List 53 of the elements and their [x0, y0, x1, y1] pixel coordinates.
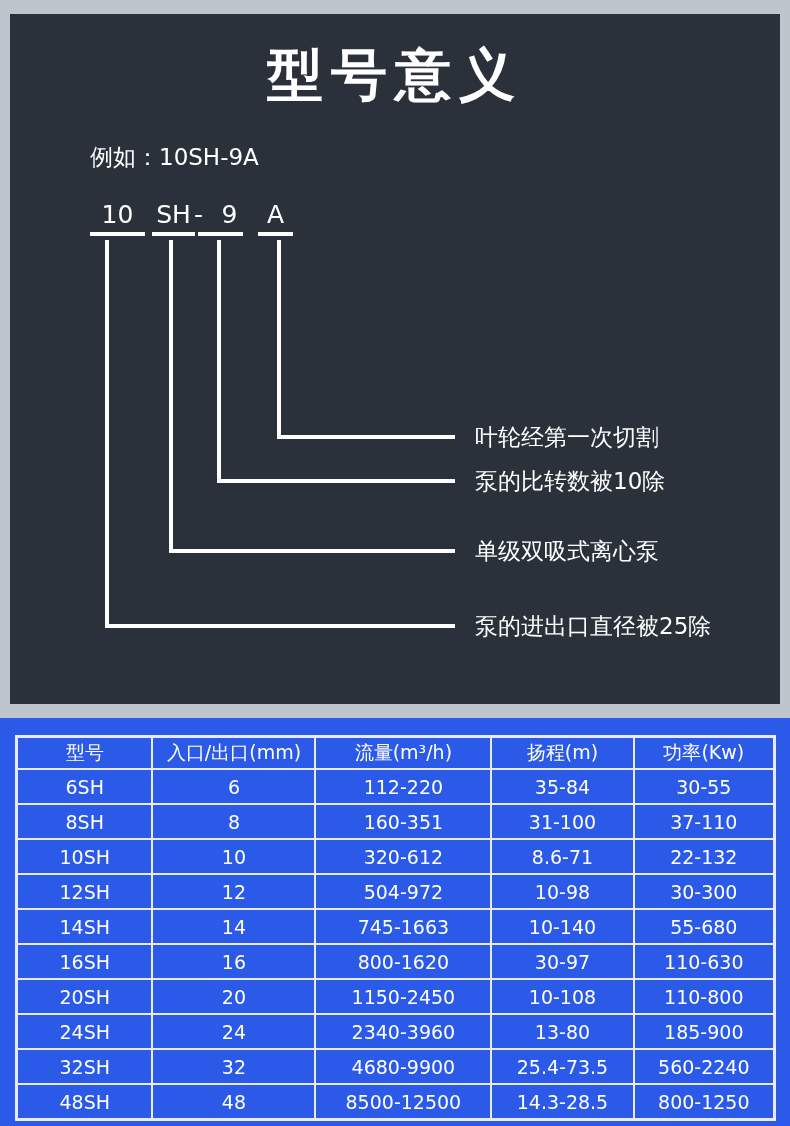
code-part: 10: [90, 198, 145, 236]
code-part: A: [258, 198, 293, 236]
table-cell: 14SH: [16, 909, 153, 944]
table-header-cell: 型号: [16, 736, 153, 769]
table-cell: 1150-2450: [315, 979, 492, 1014]
description-text: 叶轮经第一次切割: [455, 421, 775, 453]
table-cell: 504-972: [315, 874, 492, 909]
example-text: 例如：10SH-9A: [90, 143, 259, 172]
table-cell: 6SH: [16, 769, 153, 804]
table-cell: 10-140: [491, 909, 634, 944]
description-text: 泵的进出口直径被25除: [455, 610, 790, 642]
table-cell: 31-100: [491, 804, 634, 839]
leader-line: [105, 240, 455, 628]
table-cell: 112-220: [315, 769, 492, 804]
leader-line: [277, 240, 455, 439]
table-cell: 14: [152, 909, 316, 944]
table-cell: 20SH: [16, 979, 153, 1014]
table-cell: 25.4-73.5: [491, 1049, 634, 1084]
table-cell: 16: [152, 944, 316, 979]
table-cell: 13-80: [491, 1014, 634, 1049]
table-cell: 6: [152, 769, 316, 804]
description-text: 单级双吸式离心泵: [455, 535, 775, 567]
table-cell: 8: [152, 804, 316, 839]
table-cell: 2340-3960: [315, 1014, 492, 1049]
table-cell: 320-612: [315, 839, 492, 874]
table-header-cell: 流量(m³/h): [315, 736, 492, 769]
table-cell: 10-108: [491, 979, 634, 1014]
table-cell: 800-1620: [315, 944, 492, 979]
table-cell: 30-97: [491, 944, 634, 979]
title: 型号意义: [266, 41, 524, 109]
table-cell: 24: [152, 1014, 316, 1049]
leader-line: [217, 240, 455, 483]
table-cell: 745-1663: [315, 909, 492, 944]
description-text: 泵的比转数被10除: [455, 465, 775, 497]
table-cell: 12SH: [16, 874, 153, 909]
table-cell: 4680-9900: [315, 1049, 492, 1084]
table-header-cell: 扬程(m): [491, 736, 634, 769]
code-part: SH: [152, 198, 195, 236]
table-cell: 10SH: [16, 839, 153, 874]
table-cell: 12: [152, 874, 316, 909]
leader-line: [169, 240, 455, 553]
table-cell: 8.6-71: [491, 839, 634, 874]
table-cell: 32: [152, 1049, 316, 1084]
table-cell: 16SH: [16, 944, 153, 979]
table-cell: 10: [152, 839, 316, 874]
table-cell: 10-98: [491, 874, 634, 909]
table-cell: 8SH: [16, 804, 153, 839]
table-cell: 32SH: [16, 1049, 153, 1084]
table-cell: 160-351: [315, 804, 492, 839]
table-cell: 35-84: [491, 769, 634, 804]
table-cell: 24SH: [16, 1014, 153, 1049]
table-header-cell: 入口/出口(mm): [152, 736, 316, 769]
table-cell: 20: [152, 979, 316, 1014]
